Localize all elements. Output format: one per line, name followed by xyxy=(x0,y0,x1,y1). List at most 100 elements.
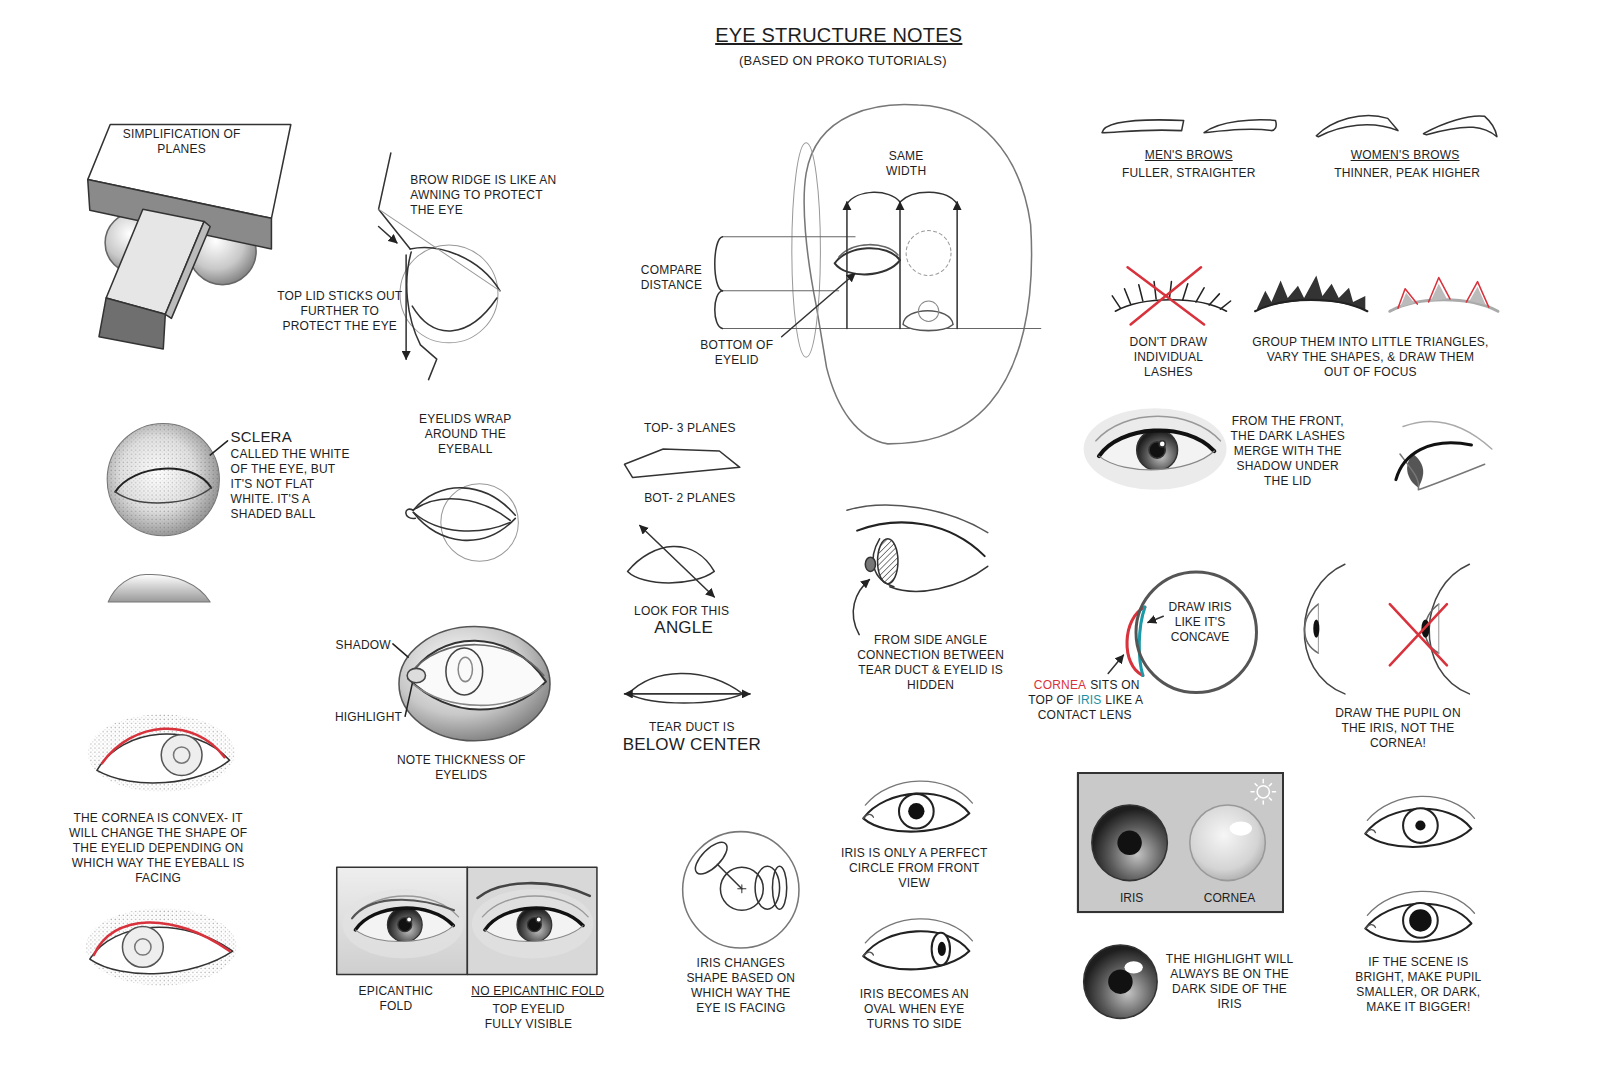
note-word: CORNEA xyxy=(1034,678,1087,692)
shaded-eye-sketch xyxy=(393,627,550,741)
epicanthic-photos-part xyxy=(478,883,590,898)
head-sketch-part xyxy=(722,328,1040,329)
brow-shapes-part xyxy=(1204,120,1276,133)
concave-iris-circle: DRAW IRIS LIKE IT'S CONCAVE xyxy=(1134,570,1258,694)
note-label: TEAR DUCT IS xyxy=(649,720,735,735)
note-label: EYELIDS WRAP AROUND THE EYEBALL xyxy=(401,412,531,457)
note-label: IRIS CHANGES SHAPE BASED ON WHICH WAY TH… xyxy=(684,956,798,1016)
side-eye-sketch-part xyxy=(847,505,988,533)
lash-examples xyxy=(1112,267,1498,324)
note-label: SAME WIDTH xyxy=(874,149,937,179)
sclera-sketch-part xyxy=(107,423,219,535)
head-sketch-part xyxy=(906,231,951,276)
lash-examples-part xyxy=(1112,282,1230,310)
epicanthic-photos xyxy=(337,867,597,974)
iris-rotation xyxy=(683,832,799,948)
pupil-size-eyes-part xyxy=(1403,808,1438,843)
note-label: SCLERA xyxy=(231,428,292,446)
head-sketch-part xyxy=(804,105,1031,444)
convex-cornea-eyes-part xyxy=(161,735,202,776)
note-label: THINNER, PEAK HIGHER xyxy=(1334,166,1480,181)
note-label: GROUP THEM INTO LITTLE TRIANGLES, VARY T… xyxy=(1252,335,1489,380)
shaded-eye-sketch-part xyxy=(458,657,472,681)
pupil-side-views-part xyxy=(1304,564,1345,694)
eyelid-wrap-sketch xyxy=(406,484,519,562)
epicanthic-photos-part xyxy=(352,900,454,919)
head-sketch-part xyxy=(722,236,855,237)
photo-eyes-part xyxy=(1407,454,1423,488)
pupil-size-eyes-part xyxy=(1365,796,1474,847)
brow-ridge-sketch-part xyxy=(407,252,437,380)
eyelid-wrap-sketch-part xyxy=(413,512,515,540)
note-label: (BASED ON PROKO TUTORIALS) xyxy=(739,53,947,68)
highlight-iris xyxy=(1084,945,1157,1018)
convex-cornea-eyes-part xyxy=(88,714,235,792)
eye-icons-part xyxy=(932,933,950,966)
epicanthic-photos-part xyxy=(342,889,463,958)
plane-shapes-part xyxy=(640,526,714,597)
brow-ridge-sketch-part xyxy=(405,255,407,359)
circle-outline-shape xyxy=(1136,572,1256,692)
cornea-note: CORNEASITS ON TOP OFIRISLIKE A CONTACT L… xyxy=(1019,678,1152,723)
head-sketch-part xyxy=(715,291,723,329)
epicanthic-photos-part xyxy=(467,867,597,974)
note-label: BOTTOM OF EYELID xyxy=(687,338,786,368)
iris-cornea-panel-part xyxy=(1077,772,1284,913)
sclera-sketch xyxy=(107,423,227,602)
pupil-size-eyes xyxy=(1365,796,1474,941)
convex-cornea-eyes-part xyxy=(135,939,151,955)
shaded-eye-sketch-part xyxy=(446,648,483,695)
sclera-sketch-part xyxy=(115,469,211,492)
note-label: NOTE THICKNESS OF EYELIDS xyxy=(396,753,526,783)
head-sketch-part xyxy=(956,202,958,329)
pupil-size-eyes-part xyxy=(1403,903,1438,938)
photo-eyes-part xyxy=(1400,454,1485,490)
node-label: DRAW IRIS LIKE IT'S CONCAVE xyxy=(1154,600,1246,645)
eye-icons-part xyxy=(899,794,934,829)
photo-eyes-part xyxy=(1403,422,1492,449)
pupil-side-views-part xyxy=(1429,564,1469,694)
note-label: WOMEN'S BROWS xyxy=(1351,148,1460,163)
sclera-sketch-part xyxy=(115,488,211,503)
cornea-diagram-part xyxy=(1108,655,1123,673)
head-sketch-part xyxy=(782,273,855,336)
brow-ridge-sketch-part xyxy=(379,227,397,243)
note-label: LOOK FOR THIS xyxy=(634,604,729,619)
eyelid-wrap-sketch-part xyxy=(413,499,510,521)
head-sketch-part xyxy=(846,202,848,329)
brow-ridge-sketch-part xyxy=(379,209,500,291)
iris-rotation-part xyxy=(717,864,741,888)
side-eye-sketch-part xyxy=(857,522,985,556)
eye-icons xyxy=(863,781,972,969)
brow-shapes xyxy=(1102,115,1497,136)
iris-rotation-part xyxy=(738,885,746,893)
pupil-side-views-part xyxy=(1390,604,1447,665)
plane-shapes-part xyxy=(628,547,715,583)
note-label: DON'T DRAW INDIVIDUAL LASHES xyxy=(1114,335,1223,380)
note-label: MEN'S BROWS xyxy=(1145,148,1233,163)
sclera-sketch-part xyxy=(107,423,219,535)
plane-shapes xyxy=(624,449,750,703)
note-label: EPICANTHIC FOLD xyxy=(346,984,445,1014)
photo-eyes xyxy=(1084,408,1492,490)
head-sketch-part xyxy=(722,290,838,291)
eye-icons-part xyxy=(863,781,972,832)
note-label: TOP EYELID FULLY VISIBLE xyxy=(474,1002,583,1032)
brow-ridge-sketch-part xyxy=(410,248,500,291)
lash-examples-part xyxy=(1400,284,1486,307)
head-sketch-part xyxy=(900,192,957,204)
note-label: IF THE SCENE IS BRIGHT, MAKE PUPIL SMALL… xyxy=(1346,955,1491,1015)
head-sketch xyxy=(715,105,1041,444)
shaded-eye-sketch-part xyxy=(393,644,408,657)
iris-rotation-part xyxy=(755,866,779,909)
side-eye-sketch-part xyxy=(853,580,869,635)
lash-examples-part xyxy=(1398,278,1489,309)
note-label: SIMPLIFICATION OF PLANES xyxy=(118,127,245,157)
note-label: THE CORNEA IS CONVEX- IT WILL CHANGE THE… xyxy=(60,811,256,886)
shaded-eye-sketch-part xyxy=(405,684,412,717)
node-label: CORNEA xyxy=(1204,891,1255,906)
sheet-title: EYE STRUCTURE NOTES xyxy=(715,28,962,43)
note-label: ANGLE xyxy=(654,619,713,637)
lash-examples-part xyxy=(1128,267,1205,324)
